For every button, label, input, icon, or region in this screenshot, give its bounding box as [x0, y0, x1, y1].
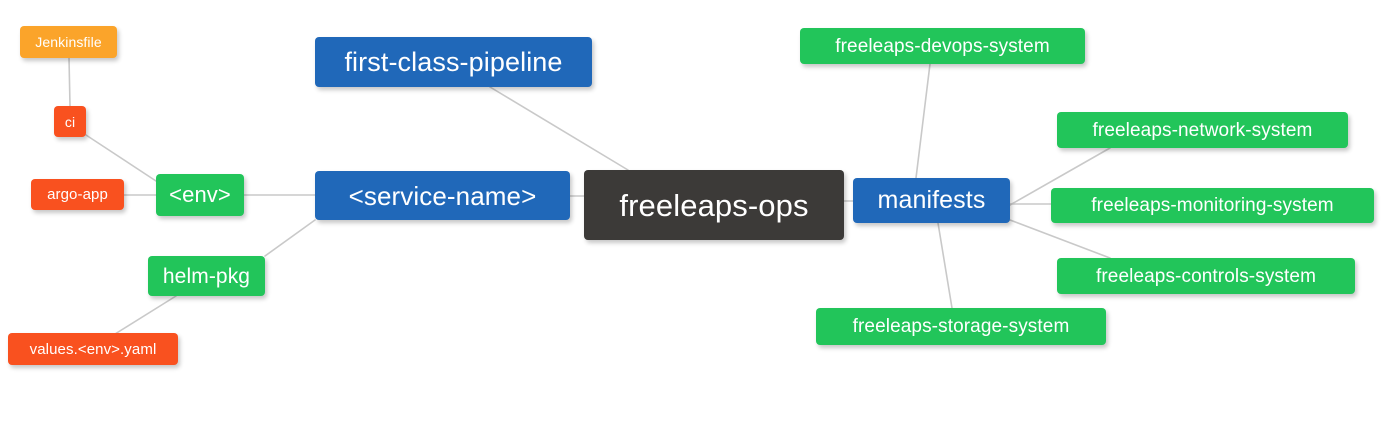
node-label-freeleaps-monitoring-system: freeleaps-monitoring-system [1091, 195, 1334, 216]
node-values-yaml[interactable]: values.<env>.yaml [8, 333, 178, 365]
node-label-freeleaps-network-system: freeleaps-network-system [1092, 119, 1313, 141]
node-label-freeleaps-controls-system: freeleaps-controls-system [1095, 265, 1317, 287]
node-freeleaps-monitoring-system[interactable]: freeleaps-monitoring-system [1051, 188, 1374, 223]
node-freeleaps-network-system[interactable]: freeleaps-network-system [1057, 112, 1348, 148]
edge-first-class-pipeline-to-freeleaps-ops [489, 86, 629, 171]
edge-helm-pkg-to-values-yaml [114, 295, 177, 335]
node-freeleaps-devops-system[interactable]: freeleaps-devops-system [800, 28, 1085, 64]
node-label-manifests: manifests [877, 186, 986, 214]
node-jenkinsfile[interactable]: Jenkinsfile [20, 26, 117, 58]
node-ci[interactable]: ci [54, 106, 86, 137]
node-label-argo-app: argo-app [47, 186, 108, 203]
node-label-freeleaps-storage-system: freeleaps-storage-system [852, 316, 1070, 337]
edge-service-name-to-helm-pkg [264, 219, 316, 257]
node-freeleaps-ops[interactable]: freeleaps-ops [584, 170, 844, 240]
node-first-class-pipeline[interactable]: first-class-pipeline [315, 37, 592, 87]
node-helm-pkg[interactable]: helm-pkg [148, 256, 265, 296]
node-argo-app[interactable]: argo-app [31, 179, 124, 210]
edge-manifests-to-freeleaps-controls-system [1009, 219, 1111, 259]
node-manifests[interactable]: manifests [853, 178, 1010, 223]
node-label-values-yaml: values.<env>.yaml [29, 340, 157, 358]
node-label-env: <env> [169, 182, 231, 207]
node-label-helm-pkg: helm-pkg [162, 264, 251, 288]
edge-freeleaps-devops-system-to-manifests [915, 63, 931, 179]
node-label-jenkinsfile: Jenkinsfile [35, 34, 102, 50]
node-freeleaps-controls-system[interactable]: freeleaps-controls-system [1057, 258, 1355, 294]
edge-manifests-to-freeleaps-storage-system [937, 222, 953, 309]
node-label-freeleaps-devops-system: freeleaps-devops-system [835, 35, 1050, 57]
node-env[interactable]: <env> [156, 174, 244, 216]
edge-ci-to-env [85, 134, 157, 182]
node-label-service-name: <service-name> [348, 180, 537, 211]
node-freeleaps-storage-system[interactable]: freeleaps-storage-system [816, 308, 1106, 345]
node-service-name[interactable]: <service-name> [315, 171, 570, 220]
node-label-freeleaps-ops: freeleaps-ops [619, 187, 809, 223]
node-label-ci: ci [64, 113, 76, 130]
node-label-first-class-pipeline: first-class-pipeline [344, 46, 563, 77]
edge-jenkinsfile-to-ci [68, 57, 71, 107]
